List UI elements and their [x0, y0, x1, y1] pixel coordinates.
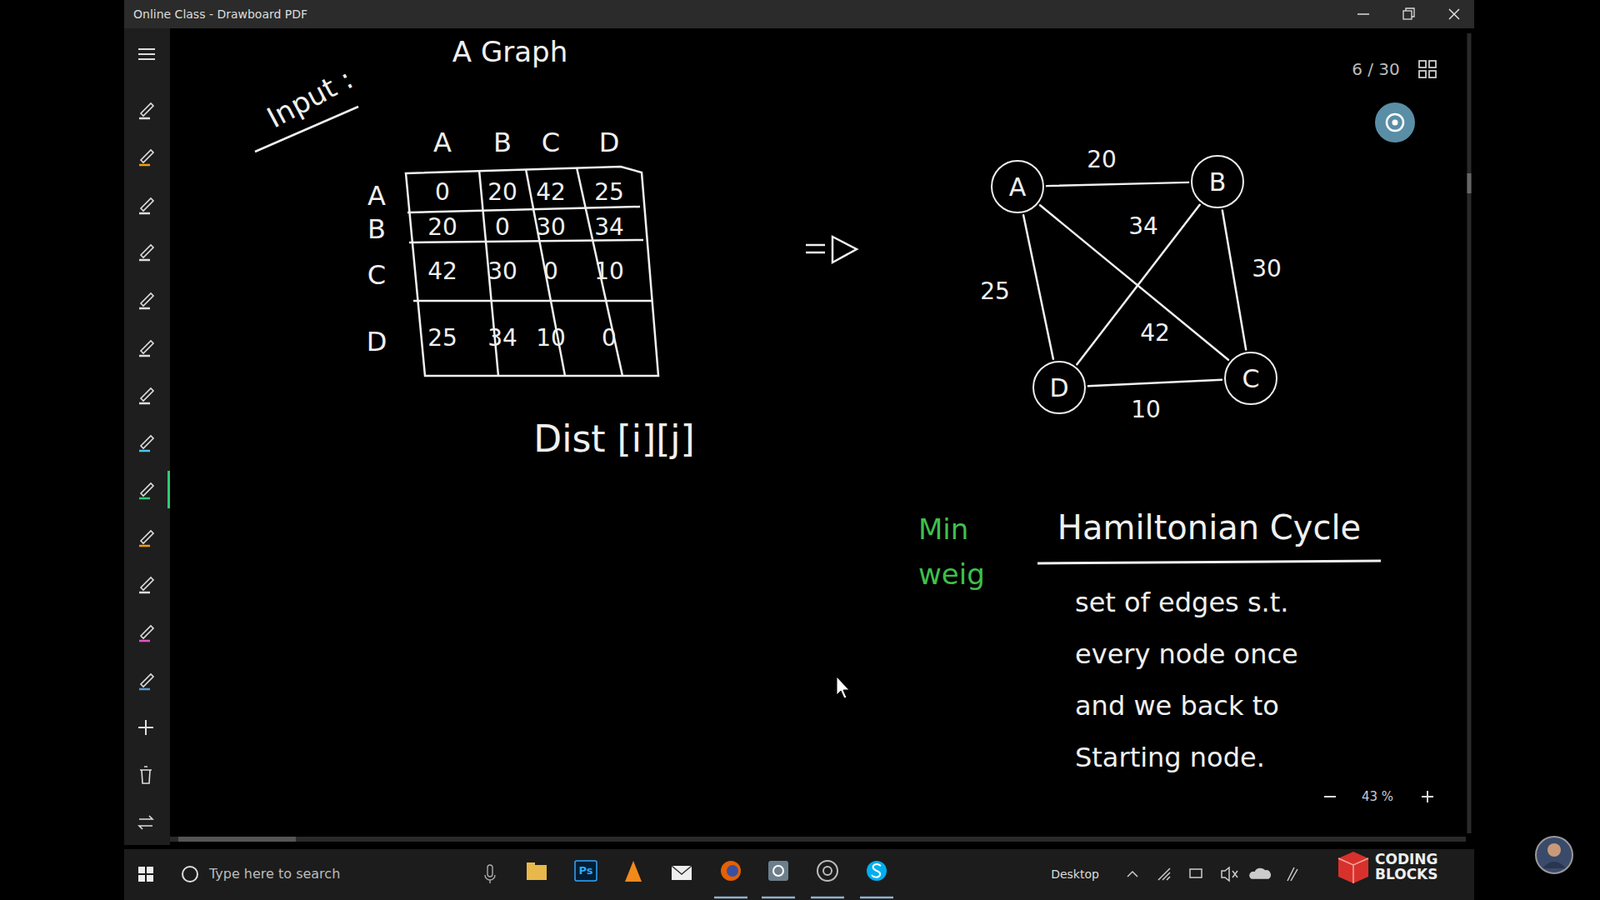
menu-icon	[138, 49, 155, 60]
distance-table-grid	[405, 166, 659, 376]
app-icon-text: Ps	[578, 864, 593, 878]
handwritten-note: Min weig	[918, 506, 1002, 597]
firefox-icon	[720, 860, 741, 881]
graph-vertex: D	[1032, 360, 1086, 415]
scroll-thumb	[178, 836, 296, 842]
mail-icon	[671, 865, 692, 880]
close-icon	[1449, 9, 1460, 20]
table-cell: 34	[487, 324, 518, 353]
coding-blocks-logo	[1338, 851, 1369, 884]
edge-weight: 30	[1249, 255, 1285, 283]
pen-tools	[139, 103, 154, 690]
zoom-out-icon	[1324, 795, 1336, 798]
handwritten-note: Input :	[261, 61, 360, 135]
table-header: D	[599, 126, 620, 159]
table-header: A	[367, 180, 386, 212]
graph-vertex: B	[1190, 155, 1245, 209]
mic-icon	[485, 865, 495, 884]
vertex-label: B	[1209, 168, 1227, 196]
table-cell: 10	[594, 257, 625, 286]
restore-icon	[1403, 8, 1415, 20]
table-cell: 42	[535, 178, 566, 207]
underline-stroke	[1037, 560, 1381, 564]
browser-icon	[817, 860, 838, 881]
table-cell: 10	[535, 324, 566, 353]
edge-weight: 34	[1125, 213, 1161, 240]
graph-vertex: C	[1224, 351, 1278, 405]
graph-edge	[1040, 205, 1229, 360]
photoshop-icon	[575, 860, 597, 881]
active-tool-marker	[167, 470, 170, 509]
vertex-label: D	[1049, 374, 1069, 402]
table-header: B	[493, 126, 512, 159]
floating-button	[1375, 102, 1415, 143]
edge-weight: 25	[977, 278, 1013, 305]
graph-edge	[1222, 210, 1246, 350]
presenter-avatar	[1535, 836, 1573, 874]
taskbar-text: Desktop	[1050, 867, 1100, 882]
graph-edge	[1023, 215, 1054, 359]
table-cell: 30	[487, 257, 518, 286]
handwritten-note: set of edges s.t. every node once and we…	[1075, 576, 1342, 784]
vertex-label: A	[1009, 173, 1027, 201]
vertex-label: C	[1242, 365, 1260, 393]
table-cell: 30	[535, 213, 566, 242]
table-header: A	[433, 126, 452, 159]
table-cell: 0	[435, 178, 450, 207]
skype-icon	[866, 860, 887, 881]
handwritten-heading: Hamiltonian Cycle	[1057, 507, 1361, 548]
search-placeholder: Type here to search	[209, 865, 340, 882]
table-cell: 34	[594, 213, 625, 242]
add-tool-icon	[138, 720, 154, 735]
tool-bar	[124, 28, 170, 845]
table-cell: 20	[487, 178, 518, 207]
swap-icon	[139, 815, 153, 830]
table-cell: 0	[601, 324, 617, 353]
table-cell: 25	[594, 178, 625, 207]
zoom-in-icon	[1421, 790, 1434, 803]
handwritten-note: Dist [i][j]	[533, 417, 695, 462]
graph-edge	[1046, 182, 1189, 186]
graph-vertex: A	[990, 160, 1045, 214]
graph-edge	[1088, 380, 1222, 387]
folder-icon	[526, 862, 547, 880]
horizontal-scrollbar	[170, 836, 1466, 842]
table-cell: 20	[427, 213, 458, 242]
minimize-icon	[1357, 13, 1370, 15]
graph-edge	[1076, 205, 1200, 365]
table-cell: 42	[427, 257, 458, 286]
edge-weight: 10	[1128, 396, 1164, 424]
table-cell: 0	[495, 213, 510, 242]
handwritten-note: A Graph	[452, 35, 568, 70]
trash-icon	[140, 766, 152, 784]
zoom-level: 43 %	[1361, 789, 1394, 805]
table-header: D	[366, 325, 388, 358]
grid-view-icon	[1419, 60, 1436, 78]
table-cell: 25	[427, 324, 458, 353]
table-header: C	[541, 126, 560, 159]
brand-logo-text: CODING BLOCKS	[1375, 852, 1450, 883]
vlc-icon	[625, 860, 642, 882]
vertical-scrollbar	[1467, 33, 1472, 834]
edge-weight: 20	[1084, 146, 1120, 174]
table-header: B	[367, 213, 386, 245]
mouse-cursor	[836, 676, 850, 699]
edge-weight: 42	[1137, 320, 1173, 347]
window-title: Online Class - Drawboard PDF	[133, 7, 308, 22]
table-cell: 0	[543, 257, 559, 286]
table-header: C	[367, 259, 386, 291]
start-button	[138, 866, 154, 882]
page-counter: 6 / 30	[1351, 59, 1400, 80]
implies-arrow	[805, 236, 857, 263]
app-icon	[768, 860, 789, 881]
active-app-underlines	[714, 896, 894, 900]
title-bar	[124, 0, 1475, 29]
taskbar	[124, 849, 1475, 900]
scroll-thumb	[1467, 173, 1472, 194]
search-icon	[182, 866, 198, 882]
system-tray-icons	[1127, 867, 1298, 881]
